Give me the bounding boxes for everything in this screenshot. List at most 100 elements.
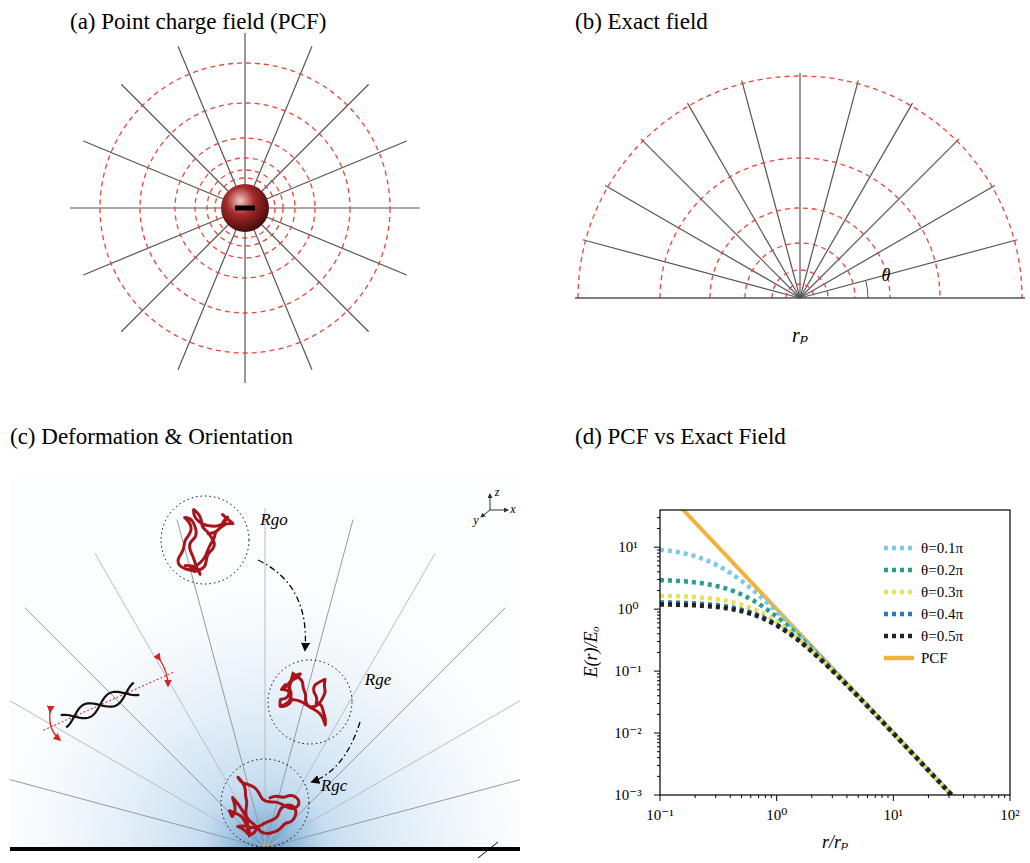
rod-axis: [43, 672, 175, 731]
legend-text: θ=0.4π: [921, 606, 963, 623]
minor-tick: [657, 680, 660, 681]
tick: [1010, 795, 1011, 801]
minor-tick: [758, 795, 759, 798]
minor-tick: [657, 627, 660, 628]
minor-tick: [657, 579, 660, 580]
minor-tick: [657, 633, 660, 634]
field-plot: [654, 485, 1010, 857]
minor-tick: [832, 795, 833, 798]
label: rₚ: [792, 324, 808, 346]
label: 10²: [1000, 807, 1020, 824]
minor-tick: [882, 795, 883, 798]
minor-tick: [657, 553, 660, 554]
minor-tick: [657, 689, 660, 690]
legend-text: θ=0.1π: [921, 540, 963, 557]
exact-curve: [660, 596, 1010, 795]
legend-text: θ=0.2π: [921, 562, 963, 579]
minor-tick: [657, 714, 660, 715]
tick: [654, 547, 660, 548]
tick: [654, 733, 660, 734]
charge-sphere: [221, 184, 269, 232]
field-line: [265, 520, 353, 848]
point-charge-panel: [70, 33, 420, 383]
field-line: [70, 207, 221, 208]
legend-sample: [884, 590, 914, 595]
field-line: [265, 608, 505, 848]
angle-arc: [866, 280, 868, 298]
minor-tick: [846, 795, 847, 798]
minor-tick: [730, 795, 731, 798]
label: E(r)/Eₒ: [582, 626, 602, 677]
transition-arrow: [258, 560, 305, 650]
tick: [660, 795, 661, 801]
equipotential: [215, 178, 275, 238]
plot-frame: [660, 510, 1010, 795]
exact-curve: [660, 602, 1010, 795]
field-line: [244, 232, 245, 383]
label: θ: [882, 266, 891, 286]
minor-tick: [657, 556, 660, 557]
minor-tick: [887, 795, 888, 798]
label: Rge: [365, 671, 391, 690]
minor-tick: [657, 528, 660, 529]
equipotential: [772, 270, 828, 298]
field-line: [262, 225, 369, 332]
field-line: [583, 240, 800, 298]
minor-tick: [657, 735, 660, 736]
label: (b) Exact field: [575, 9, 708, 34]
minor-tick: [974, 795, 975, 798]
axis-arrow: [490, 494, 491, 510]
field-line: [267, 217, 407, 275]
label: Rgo: [260, 511, 287, 530]
deformation-panel: [0, 478, 593, 858]
label: (d) PCF vs Exact Field: [575, 424, 786, 449]
field-line: [83, 217, 223, 275]
gyration-circle: [221, 759, 309, 847]
exact-curve: [660, 550, 1010, 795]
minor-tick: [998, 795, 999, 798]
field-line: [10, 760, 265, 848]
field-line: [800, 103, 913, 298]
field-line: [244, 33, 245, 184]
minor-tick: [963, 795, 964, 798]
minor-tick: [1004, 795, 1005, 798]
minor-tick: [657, 652, 660, 653]
field-line: [800, 139, 959, 298]
axis-arrow: [490, 510, 508, 511]
minor-tick: [928, 795, 929, 798]
minor-tick: [867, 795, 868, 798]
minus-sign: [235, 206, 255, 211]
minor-tick: [657, 517, 660, 518]
label: r/rₚ: [822, 833, 848, 853]
legend-text: θ=0.3π: [921, 584, 963, 601]
pcf-curve: [660, 510, 1010, 795]
field-line: [262, 84, 369, 191]
rotation-arrow: [160, 660, 168, 686]
tick: [654, 671, 660, 672]
minor-tick: [741, 795, 742, 798]
label: 10⁰: [617, 601, 638, 618]
minor-tick: [657, 618, 660, 619]
minor-tick: [657, 677, 660, 678]
minor-tick: [875, 795, 876, 798]
tick: [654, 609, 660, 610]
label: 10¹: [618, 539, 638, 556]
legend-sample: [884, 612, 914, 617]
minor-tick: [657, 757, 660, 758]
gyration-circle: [161, 496, 249, 584]
minor-tick: [811, 795, 812, 798]
equipotential: [100, 63, 390, 353]
minor-tick: [657, 622, 660, 623]
minor-tick: [771, 795, 772, 798]
legend-sample: [884, 656, 914, 661]
equipotential: [207, 170, 283, 246]
gyration-circle: [268, 660, 352, 744]
label: z: [495, 486, 500, 499]
field-line: [121, 84, 228, 191]
minor-tick: [657, 673, 660, 674]
surface-line: [575, 297, 1025, 299]
exact-curve: [660, 580, 1010, 795]
field-line: [121, 225, 228, 332]
field-line: [688, 103, 801, 298]
equipotential: [660, 158, 940, 298]
